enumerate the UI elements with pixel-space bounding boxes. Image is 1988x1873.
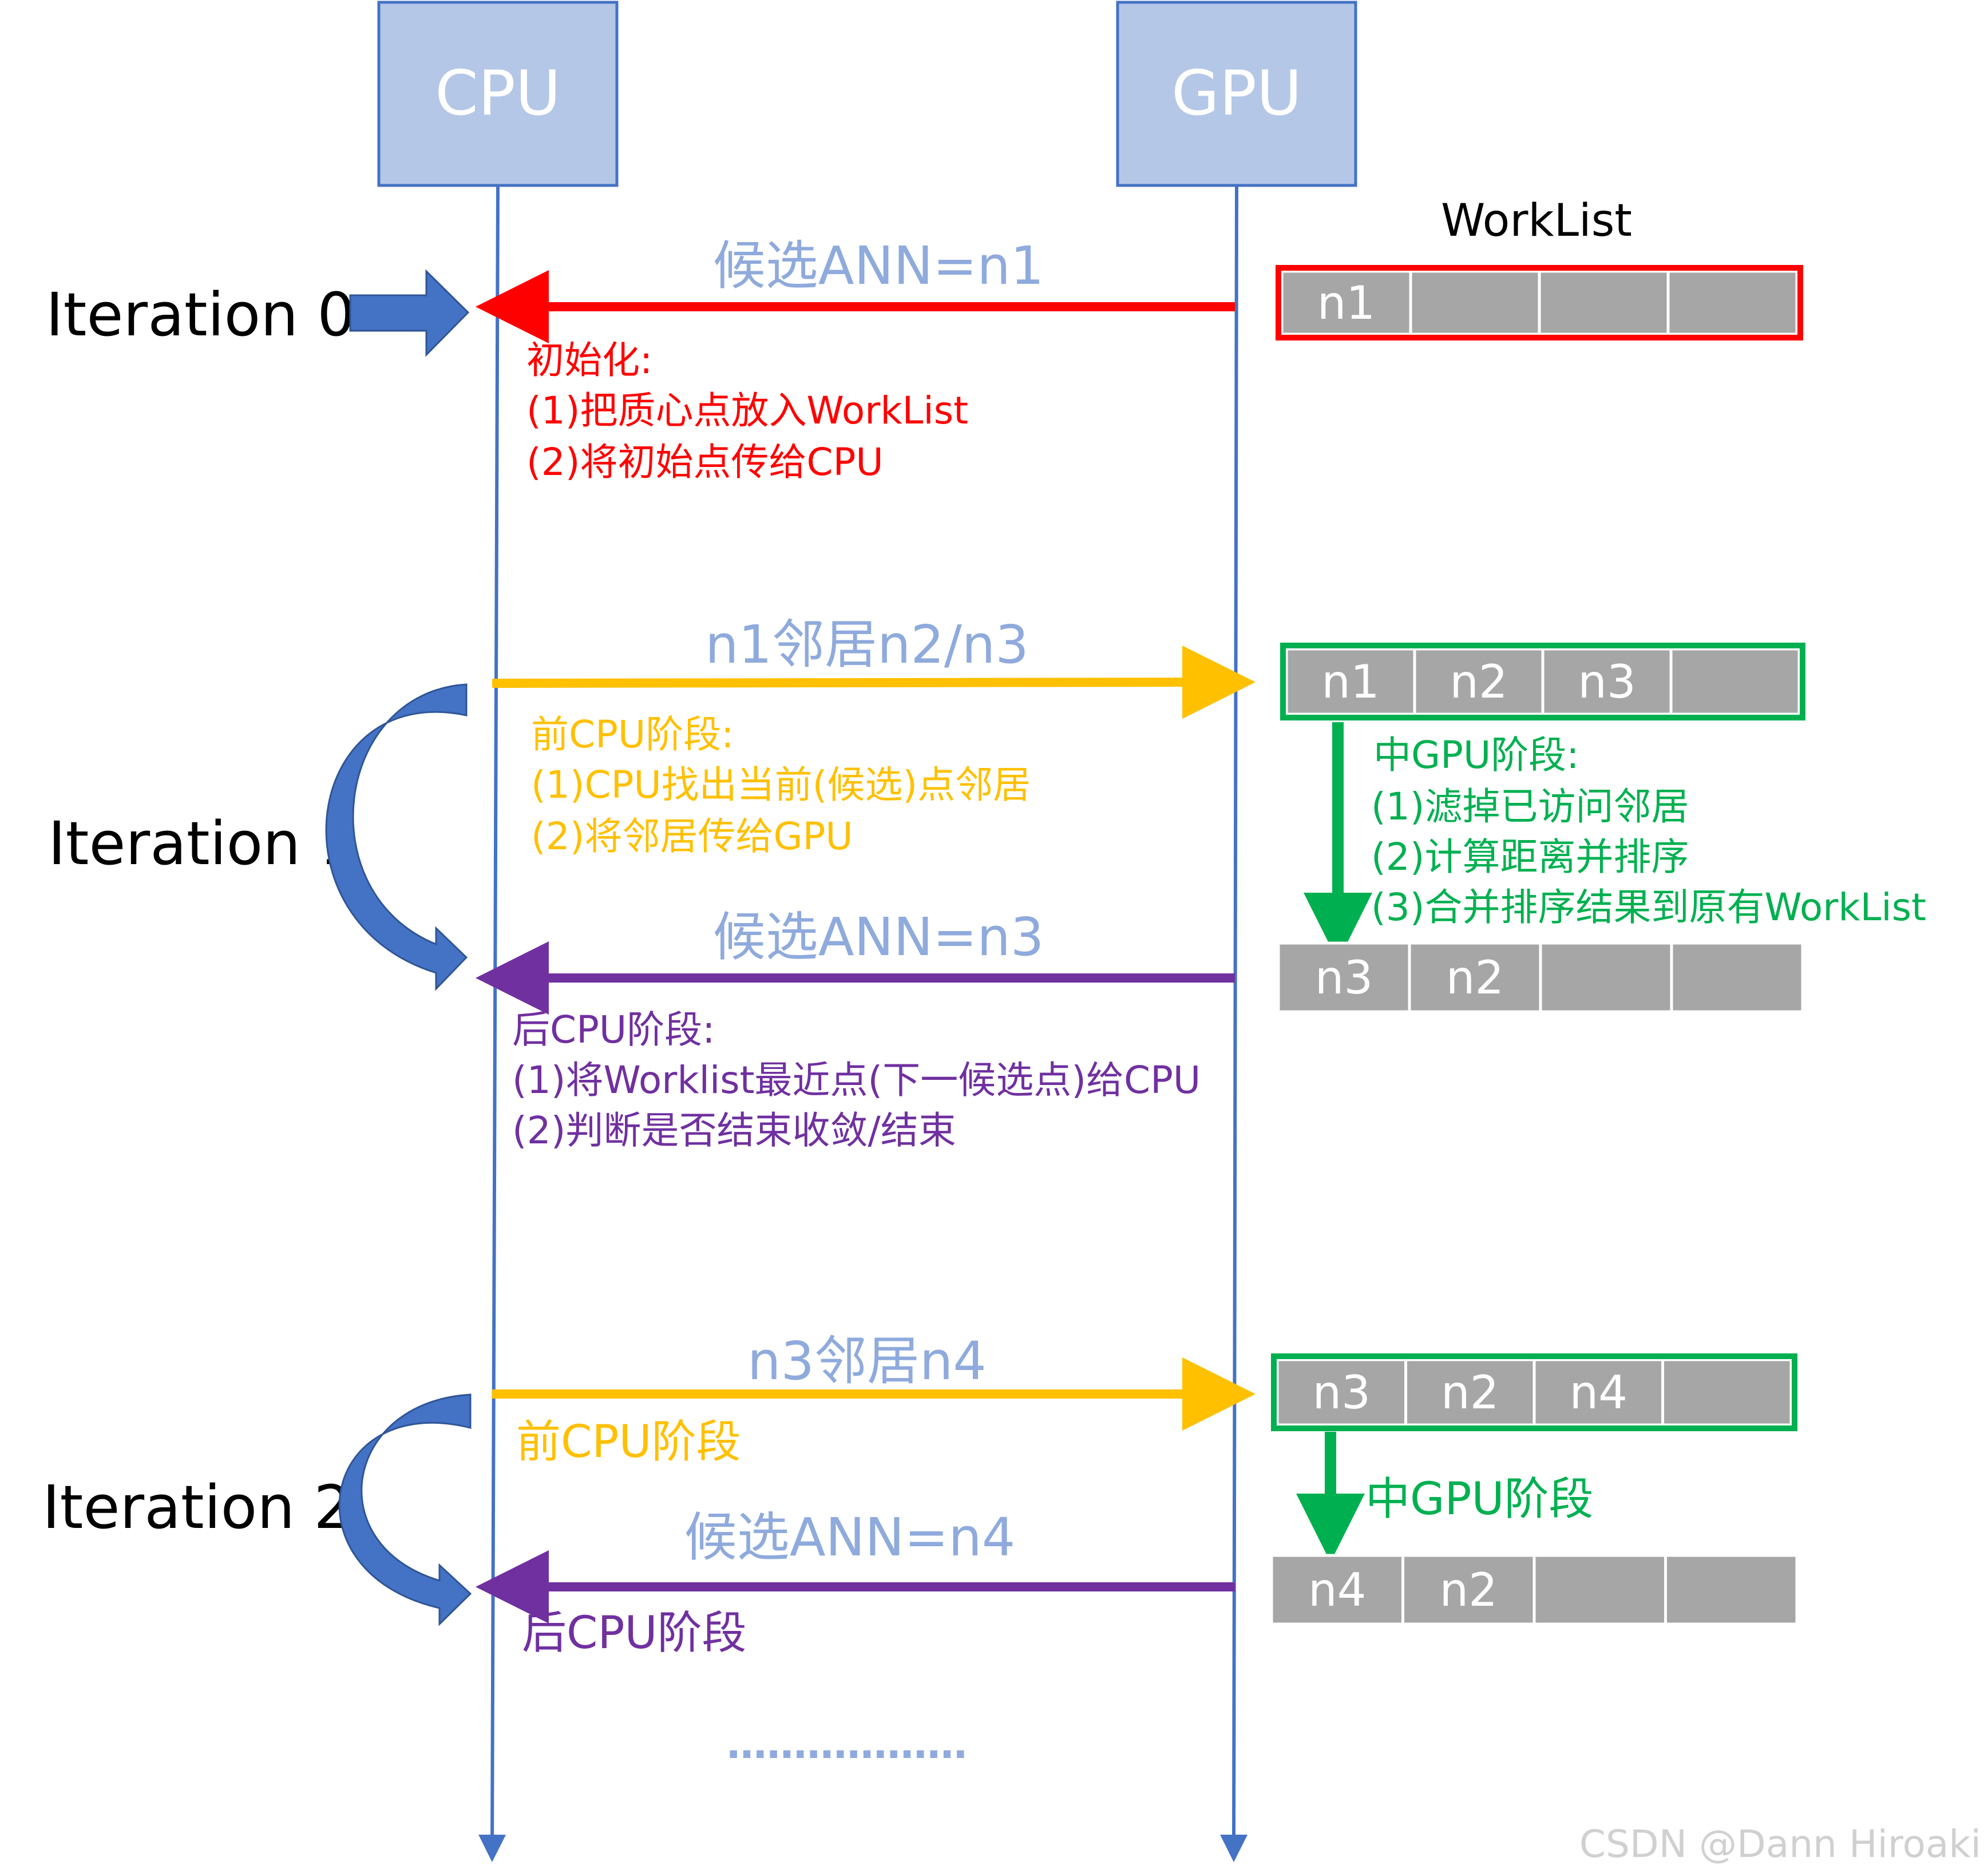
note-init: 初始化: (1)把质心点放入WorkList (2)将初始点传给CPU	[526, 338, 968, 484]
message-arrow-1	[492, 646, 1256, 719]
note-pre-cpu-1: 前CPU阶段: (1)CPU找出当前(候选)点邻居 (2)将邻居传给GPU	[531, 712, 1031, 858]
worklist-highlight-border	[1276, 265, 1803, 340]
worklist-cell-label: n2	[1441, 1366, 1499, 1419]
gpu-lane-header: GPU	[1116, 1, 1357, 187]
worklist-cell	[1664, 1554, 1799, 1626]
watermark: CSDN @Dann Hiroaki	[1579, 1822, 1981, 1866]
note-post-cpu-1: 后CPU阶段: (1)将Worklist最近点(下一候选点)给CPU (2)判断…	[512, 1008, 1201, 1153]
note-mid-gpu-1-line: 中GPU阶段:	[1373, 733, 1579, 777]
worklist-cell	[1661, 1358, 1793, 1427]
cpu-lane-header: CPU	[377, 1, 619, 187]
note-init-line: (1)把质心点放入WorkList	[526, 389, 968, 433]
cpu-lane-title: CPU	[435, 58, 561, 129]
message-label-4: 候选ANN=n4	[684, 1507, 1016, 1568]
note-mid-gpu-1-line: (3)合并排序结果到原有WorkList	[1371, 885, 1926, 929]
worklist-cell-label: n3	[1315, 951, 1373, 1004]
worklist-cell-label: n4	[1569, 1366, 1627, 1419]
note-mid-gpu-1-line: (1)滤掉已访问邻居	[1371, 785, 1689, 829]
worklist-iter2-before: n3 n2 n4	[1271, 1353, 1797, 1431]
note-post-cpu-1-line: (1)将Worklist最近点(下一候选点)给CPU	[512, 1058, 1201, 1102]
note-pre-cpu-1-line: 前CPU阶段:	[531, 712, 734, 757]
worklist-cell	[1666, 270, 1799, 336]
worklist-cell	[1532, 1554, 1667, 1626]
note-mid-gpu-2: 中GPU阶段	[1365, 1474, 1594, 1525]
gpu-lane-title: GPU	[1171, 58, 1302, 129]
note-post-cpu-2: 后CPU阶段	[522, 1607, 747, 1659]
worklist-cell-label: n1	[1317, 276, 1376, 330]
worklist-iter2-after: n4 n2	[1270, 1554, 1799, 1626]
note-post-cpu-1-line: 后CPU阶段:	[512, 1008, 715, 1052]
message-label-0: 候选ANN=n1	[713, 235, 1044, 296]
worklist-cell	[1413, 647, 1545, 716]
worklist-cell	[1285, 647, 1416, 716]
iteration-0-arrow	[349, 269, 470, 357]
message-label-3: n3邻居n4	[747, 1330, 987, 1392]
worklist-cell	[1532, 1358, 1664, 1427]
worklist-title: WorkList	[1441, 195, 1632, 247]
continuation-ellipsis: ………………	[727, 1721, 967, 1768]
note-pre-cpu-1-line: (2)将邻居传给GPU	[531, 814, 853, 858]
note-mid-gpu-1: 中GPU阶段: (1)滤掉已访问邻居 (2)计算距离并排序 (3)合并排序结果到…	[1371, 733, 1926, 929]
worklist-highlight-border	[1271, 1353, 1797, 1431]
note-init-line: (2)将初始点传给CPU	[526, 440, 884, 484]
worklist-iter1-after: n3 n2	[1277, 941, 1804, 1013]
worklist-cell-label: n3	[1312, 1366, 1371, 1419]
iteration-2-curved-arrow	[338, 1393, 472, 1626]
iteration-0-label: Iteration 0	[46, 280, 355, 350]
message-label-1: n1邻居n2/n3	[705, 614, 1029, 675]
worklist-cell	[1539, 941, 1673, 1013]
cpu-lifeline	[478, 186, 506, 1862]
worklist-iter1-before: n1 n2 n3	[1280, 643, 1805, 720]
note-mid-gpu-1-line: (2)计算距离并排序	[1371, 835, 1689, 879]
worklist-cell	[1277, 941, 1411, 1013]
worklist-cell-label: n2	[1450, 655, 1508, 708]
worklist-cell-label: n1	[1321, 655, 1380, 708]
worklist-cell-label: n2	[1439, 1563, 1498, 1617]
worklist-cell-label: n2	[1446, 951, 1504, 1004]
worklist-cell-label: n4	[1308, 1563, 1367, 1617]
worklist-cell	[1538, 270, 1670, 336]
gpu-lifeline	[1220, 186, 1248, 1862]
worklist-highlight-border	[1280, 643, 1805, 720]
worklist-cell	[1409, 270, 1541, 336]
worklist-cell-label: n3	[1578, 655, 1636, 708]
worklist-cell	[1670, 941, 1804, 1013]
worklist-cell	[1404, 1358, 1536, 1427]
note-pre-cpu-1-line: (1)CPU找出当前(候选)点邻居	[531, 763, 1031, 807]
worklist-iter0: n1	[1276, 265, 1803, 340]
message-label-2: 候选ANN=n3	[713, 906, 1044, 968]
iteration-2-label: Iteration 2	[42, 1472, 351, 1542]
worklist-cell	[1669, 647, 1801, 716]
iteration-1-label: Iteration 1	[48, 809, 357, 878]
worklist-cell	[1408, 941, 1542, 1013]
note-post-cpu-1-line: (2)判断是否结束收敛/结束	[512, 1108, 956, 1153]
iteration-1-curved-arrow	[325, 683, 468, 991]
note-init-line: 初始化:	[526, 338, 652, 382]
note-pre-cpu-2: 前CPU阶段	[516, 1416, 741, 1468]
